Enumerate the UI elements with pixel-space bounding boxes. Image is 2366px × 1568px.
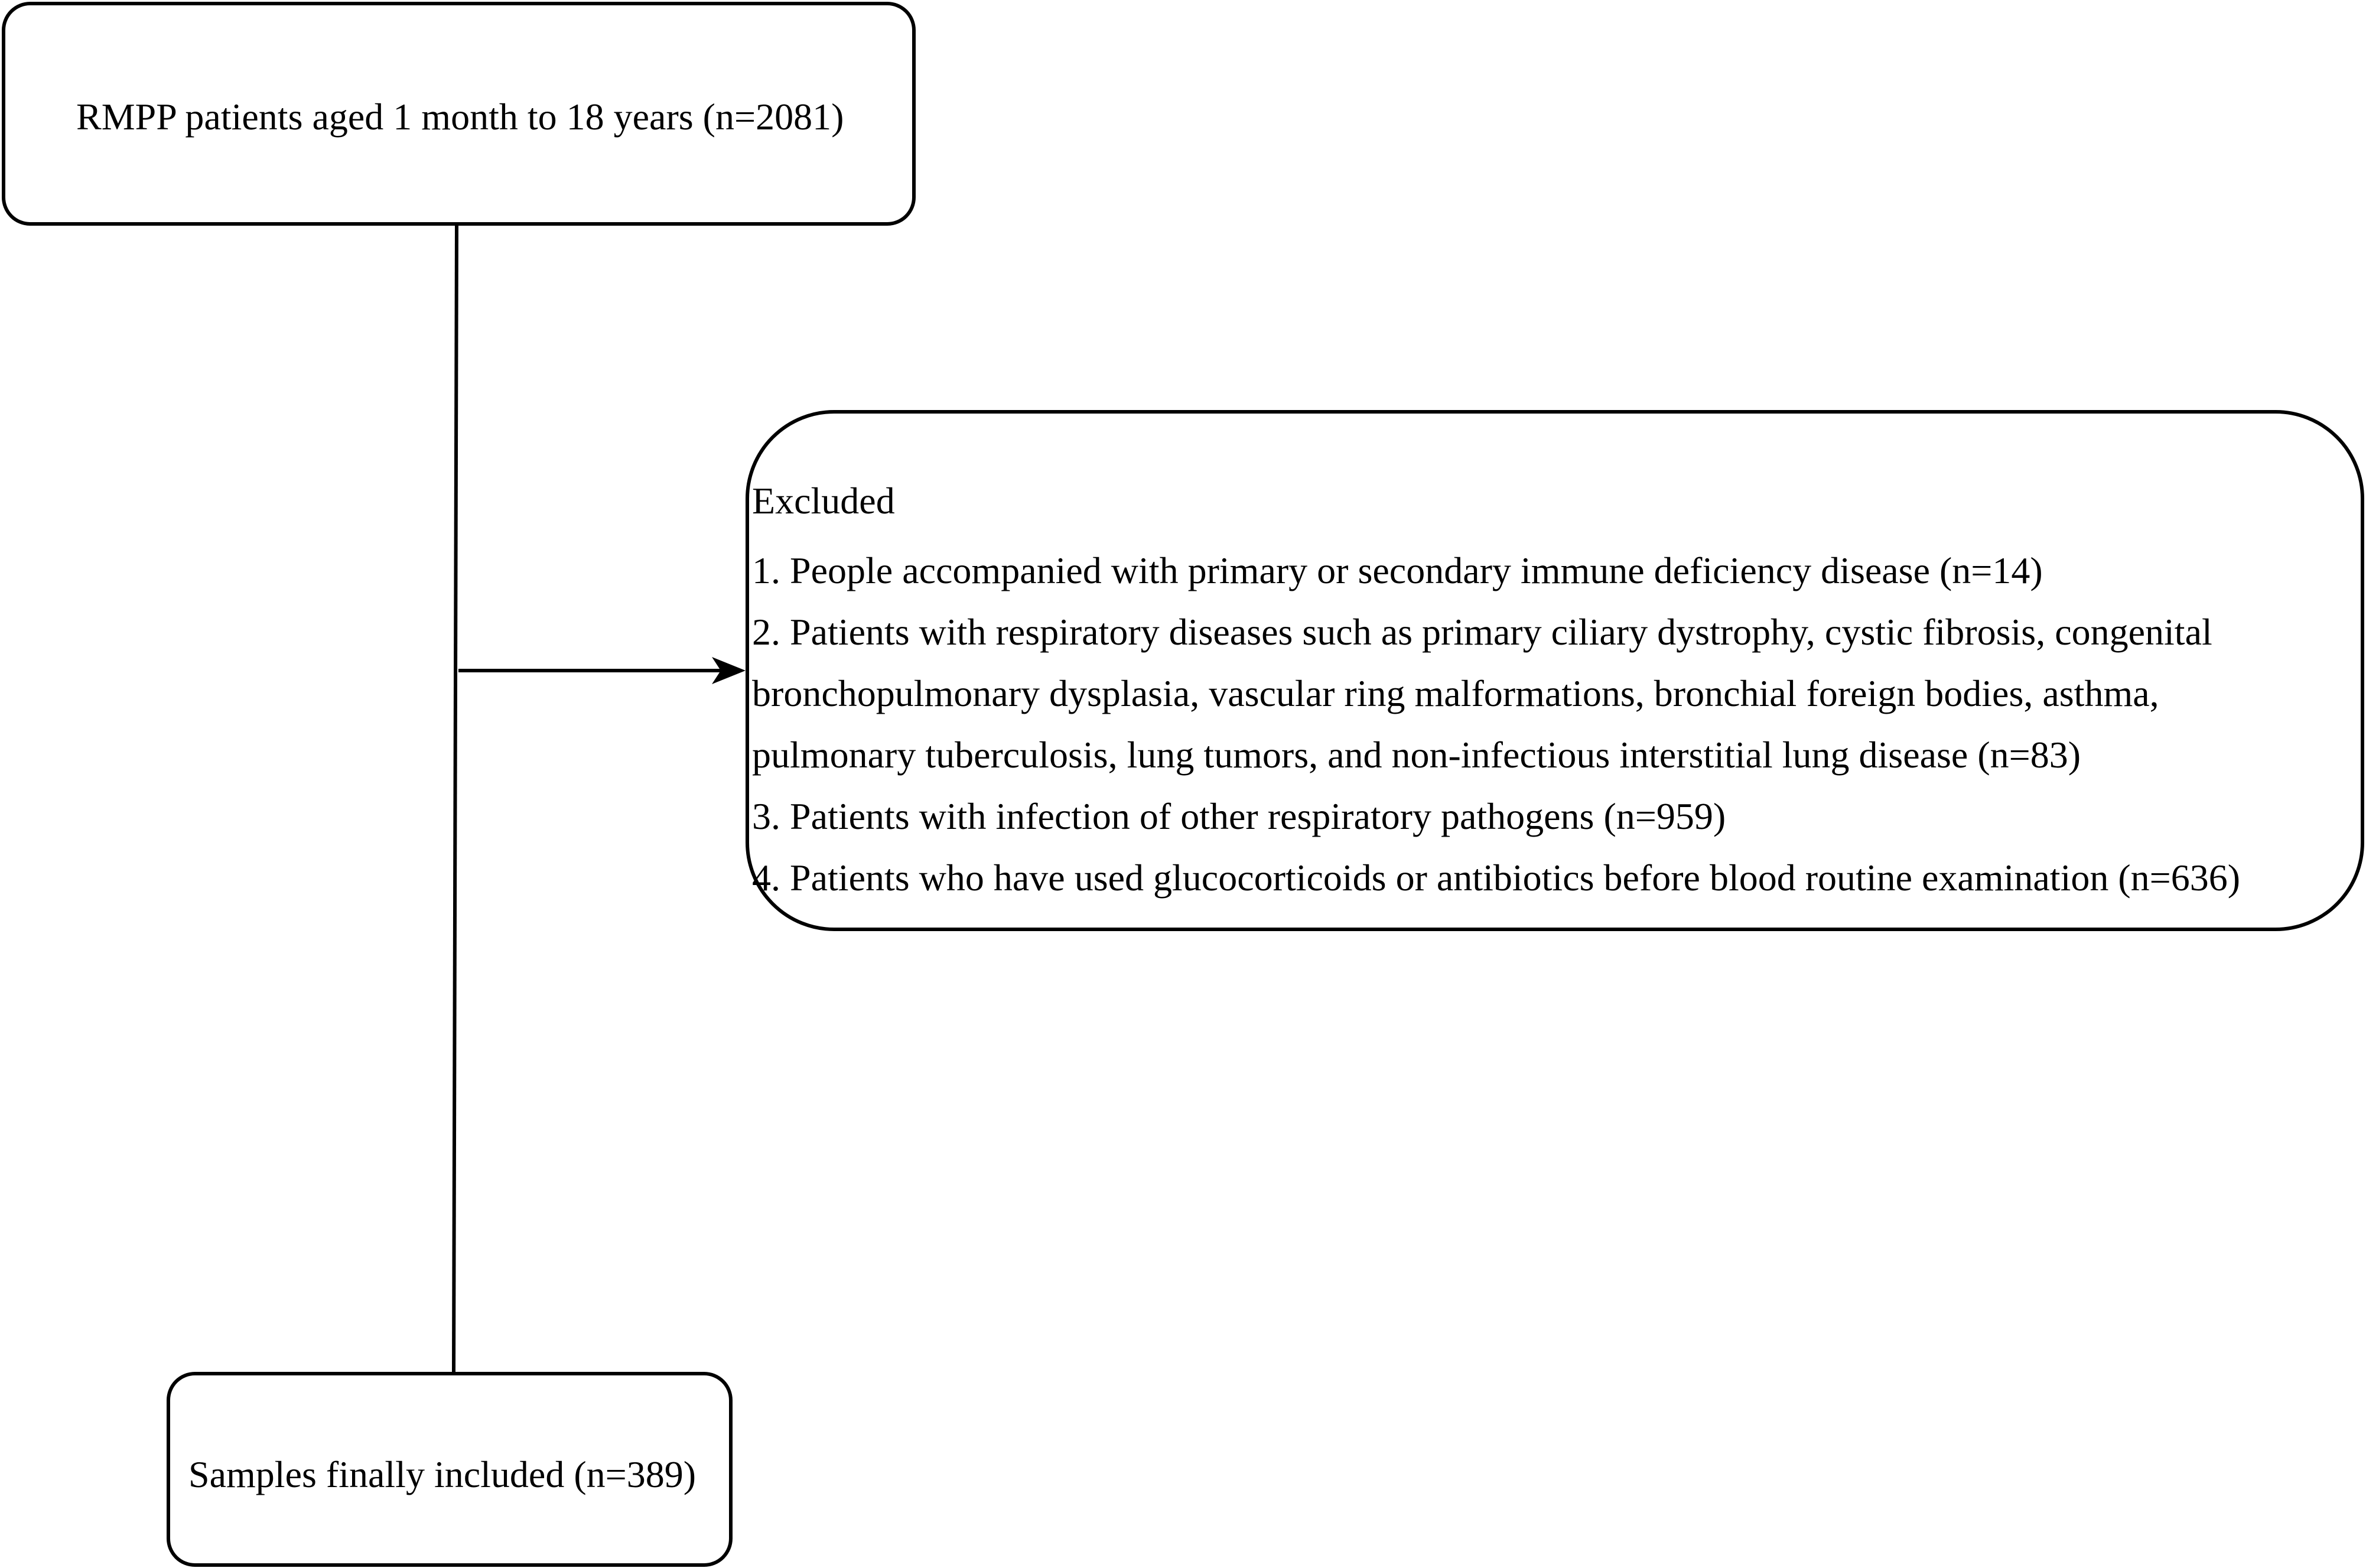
exclusion-criteria-box: Excluded 1. People accompanied with prim… [746,410,2364,931]
exclusion-criteria-list: 1. People accompanied with primary or se… [752,540,2240,909]
exclusion-criterion-4: 4. Patients who have used glucocorticoid… [752,857,2241,899]
exclusion-arrowhead [712,657,746,684]
exclusion-criterion-3: 3. Patients with infection of other resp… [752,795,1726,837]
exclusion-criterion-1: 1. People accompanied with primary or se… [752,549,2043,591]
initial-population-label: RMPP patients aged 1 month to 18 years (… [76,96,844,138]
exclusion-criterion-2-line-1: 2. Patients with respiratory diseases su… [752,611,2212,653]
exclusion-criterion-2-line-2: bronchopulmonary dysplasia, vascular rin… [752,672,2159,714]
excluded-heading: Excluded [752,480,895,522]
exclusion-criterion-2-line-3: pulmonary tuberculosis, lung tumors, and… [752,734,2081,776]
main-flow-line [452,225,458,1372]
final-sample-box: Samples finally included (n=389) [167,1372,733,1567]
initial-population-box: RMPP patients aged 1 month to 18 years (… [2,2,916,226]
final-sample-label: Samples finally included (n=389) [188,1453,697,1495]
